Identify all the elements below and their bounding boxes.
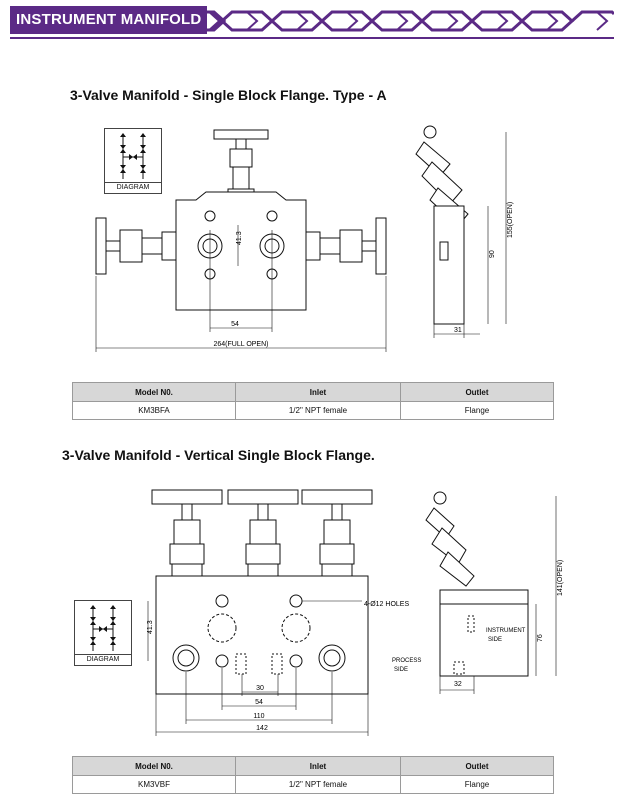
dim-142: 142 [256, 725, 268, 732]
section2-diagram-box: DIAGRAM [74, 600, 132, 666]
dim-30: 30 [256, 685, 264, 692]
col-outlet: Outlet [400, 382, 554, 402]
table-row: KM3VBF 1/2" NPT female Flange [72, 775, 554, 794]
col-inlet: Inlet [235, 382, 401, 402]
table-row: KM3BFA 1/2" NPT female Flange [72, 401, 554, 420]
label-process-side: SIDE [394, 667, 408, 673]
label-process: PROCESS [392, 658, 421, 664]
col-model: Model N0. [72, 756, 236, 776]
diagram-label: DIAGRAM [75, 654, 131, 665]
header-underline [10, 37, 614, 39]
section1-spec-table: Model N0. Inlet Outlet KM3BFA 1/2" NPT f… [72, 382, 554, 420]
section2-side-view: INSTRUMENT SIDE PROCESS SIDE 32 76 141(O… [392, 491, 564, 694]
dim-76: 76 [537, 634, 544, 642]
side-block [433, 205, 465, 325]
page-title: INSTRUMENT MANIFOLD [10, 6, 208, 34]
header-banner: INSTRUMENT MANIFOLD [10, 6, 614, 40]
cell-model: KM3BFA [72, 401, 236, 420]
right-handle [375, 217, 387, 275]
col-inlet: Inlet [235, 756, 401, 776]
dim-141: 141(OPEN) [557, 560, 564, 596]
section1-diagram-box: DIAGRAM [104, 128, 162, 194]
label-instrument-side: SIDE [488, 637, 502, 643]
valve-schematic-icon [90, 605, 116, 651]
cell-outlet: Flange [400, 401, 554, 420]
dim-32: 32 [454, 681, 462, 688]
section1-title: 3-Valve Manifold - Single Block Flange. … [70, 87, 387, 103]
valve-schematic-icon [120, 133, 146, 179]
left-handle [95, 217, 107, 275]
dim-264: 264(FULL OPEN) [214, 341, 269, 348]
dim-41-3: 41.3 [236, 231, 243, 245]
cell-outlet: Flange [400, 775, 554, 794]
diagram-label: DIAGRAM [105, 182, 161, 193]
top-handle [213, 129, 269, 140]
section2-front-view: 41.3 4-Ø12 HOLES 30 54 110 142 [147, 489, 409, 736]
chain-decoration [200, 10, 614, 32]
manifold-body-vertical [155, 575, 369, 695]
dim-110: 110 [253, 713, 264, 720]
manifold-body [175, 191, 307, 311]
section1-front-view: 41.3 54 264(FULL OPEN) [95, 129, 387, 352]
col-outlet: Outlet [400, 756, 554, 776]
dim-54: 54 [231, 321, 239, 328]
col-model: Model N0. [72, 382, 236, 402]
cell-model: KM3VBF [72, 775, 236, 794]
dim-41-3-v: 41.3 [147, 620, 154, 634]
dim-54-v: 54 [255, 699, 263, 706]
section2-title: 3-Valve Manifold - Vertical Single Block… [62, 447, 375, 463]
label-holes: 4-Ø12 HOLES [364, 601, 409, 608]
section1-side-view: 31 90 155(OPEN) [415, 125, 514, 338]
dim-155: 155(OPEN) [507, 202, 514, 238]
cell-inlet: 1/2" NPT female [235, 401, 401, 420]
dim-31: 31 [454, 327, 462, 334]
label-instrument: INSTRUMENT [486, 628, 526, 634]
section2-spec-table: Model N0. Inlet Outlet KM3VBF 1/2" NPT f… [72, 756, 554, 794]
dim-90: 90 [489, 250, 496, 258]
cell-inlet: 1/2" NPT female [235, 775, 401, 794]
